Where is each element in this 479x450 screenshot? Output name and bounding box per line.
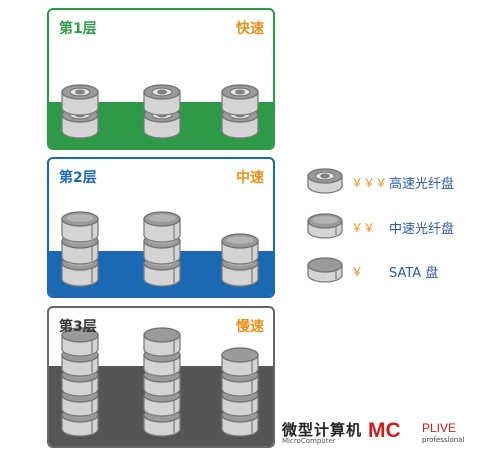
tier-2-speed: 中速 bbox=[236, 170, 264, 186]
disk-stack bbox=[61, 211, 99, 287]
brand-en-name: MicroComputer bbox=[282, 437, 336, 445]
disk-stack bbox=[61, 84, 99, 139]
tier-3-drawing bbox=[49, 327, 273, 446]
tier-3-title: 第3层 bbox=[59, 319, 97, 335]
medium-disk-icon bbox=[307, 213, 343, 239]
legend-label: SATA 盘 bbox=[389, 265, 439, 281]
tier-3-speed: 慢速 bbox=[236, 319, 264, 335]
disk-stack bbox=[221, 347, 259, 437]
tier-1-panel: 第1层 快速 bbox=[47, 8, 275, 150]
disk-stack bbox=[61, 327, 99, 437]
legend-price-mark: ￥ bbox=[351, 264, 364, 279]
disk-icon bbox=[143, 327, 181, 357]
tier-1-drawing bbox=[49, 84, 273, 148]
brand-logo: MC bbox=[368, 419, 401, 442]
disk-icon bbox=[61, 211, 99, 243]
legend-item-fast: ￥￥￥ 高速光纤盘 bbox=[305, 167, 454, 197]
tier-1-speed: 快速 bbox=[236, 21, 264, 37]
brand-watermark: 微型计算机 MicroComputer MC PLIVE professiona… bbox=[282, 419, 472, 447]
brand-cn-name: 微型计算机 bbox=[282, 421, 363, 439]
tier-2-title: 第2层 bbox=[59, 170, 97, 186]
disk-icon bbox=[221, 233, 259, 265]
disk-stack bbox=[143, 84, 181, 139]
tier-1-title: 第1层 bbox=[59, 21, 97, 37]
disk-icon bbox=[221, 347, 259, 377]
legend-item-sata: ￥ SATA 盘 bbox=[305, 256, 438, 286]
fast-disk-icon bbox=[307, 168, 343, 194]
brand-live: PLIVE bbox=[422, 421, 457, 435]
disk-icon bbox=[221, 84, 259, 116]
disk-icon bbox=[61, 327, 99, 357]
disk-icon bbox=[143, 211, 181, 243]
disk-icon bbox=[61, 84, 99, 116]
tier-3-panel: 第3层 慢速 bbox=[47, 306, 275, 448]
legend-label: 中速光纤盘 bbox=[389, 221, 455, 237]
disk-stack bbox=[221, 84, 259, 139]
disk-icon bbox=[307, 213, 343, 239]
disk-stack bbox=[143, 211, 181, 287]
legend-price-mark: ￥￥ bbox=[351, 220, 376, 235]
sata-disk-icon bbox=[307, 257, 343, 283]
tier-2-panel: 第2层 中速 bbox=[47, 157, 275, 298]
disk-icon bbox=[307, 257, 343, 283]
disk-stack bbox=[143, 327, 181, 437]
legend-price-mark: ￥￥￥ bbox=[351, 175, 388, 190]
legend-item-medium: ￥￥ 中速光纤盘 bbox=[305, 212, 454, 242]
tier-2-drawing bbox=[49, 211, 273, 296]
brand-pro: professional bbox=[422, 436, 465, 444]
disk-icon bbox=[143, 84, 181, 116]
disk-stack bbox=[221, 233, 259, 287]
legend-label: 高速光纤盘 bbox=[389, 176, 455, 192]
disk-icon bbox=[307, 168, 343, 194]
